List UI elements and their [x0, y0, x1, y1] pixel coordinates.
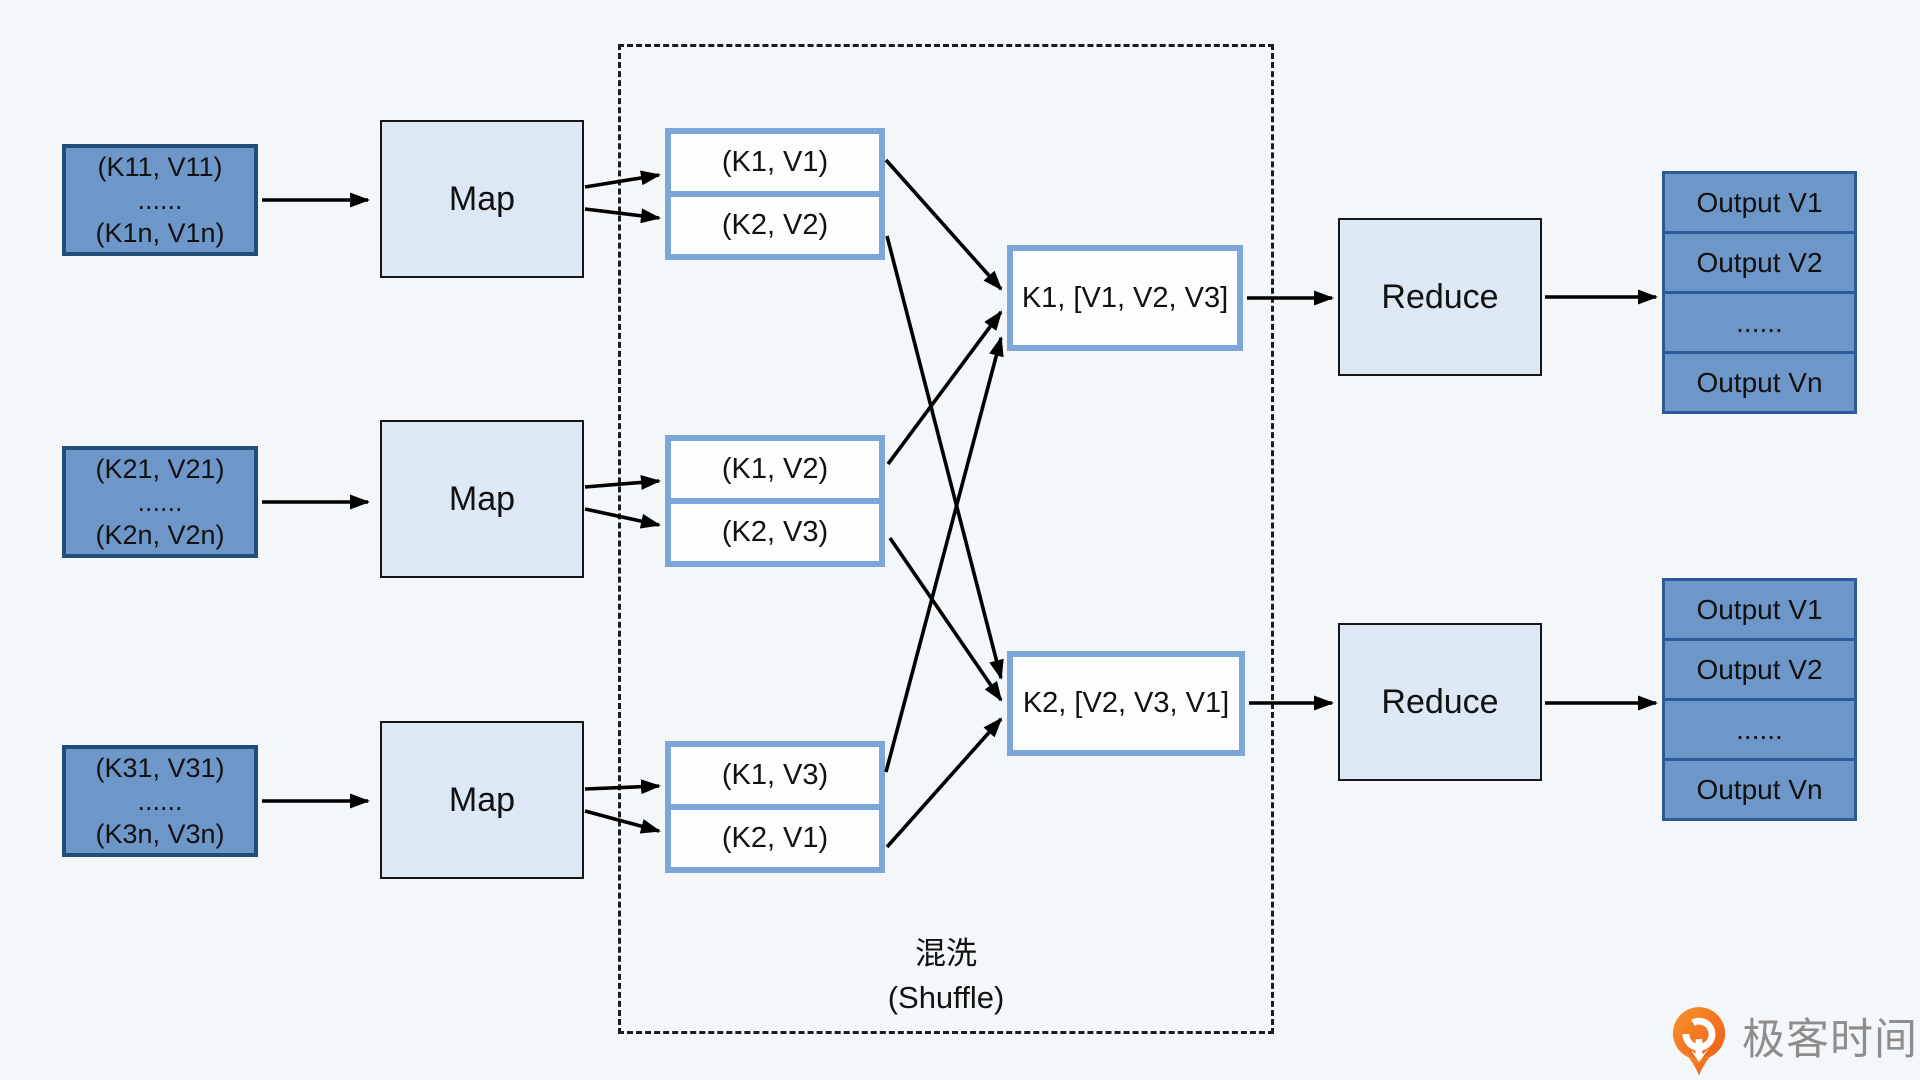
- map-box-3: Map: [380, 721, 584, 879]
- pair-cell: (K2, V2): [721, 209, 829, 241]
- pair-cell: (K2, V1): [721, 822, 829, 854]
- shuffle-label: 混洗 (Shuffle): [770, 930, 1122, 1022]
- map-label: Map: [448, 780, 516, 819]
- shuffle-pair-box-2: (K1, V2) (K2, V3): [665, 435, 885, 567]
- input-line: ......: [137, 184, 183, 215]
- output-cell: Output Vn: [1662, 351, 1857, 414]
- shuffle-region-border: [618, 44, 1274, 1034]
- shuffle-label-cn: 混洗: [915, 936, 977, 971]
- reduce-box-1: Reduce: [1338, 218, 1542, 376]
- geektime-logo-text: 极客时间: [1742, 1016, 1918, 1064]
- merged-label: K2, [V2, V3, V1]: [1022, 687, 1230, 719]
- input-line: (K31, V31): [95, 752, 225, 783]
- output-cell: ......: [1662, 698, 1857, 761]
- pair-cell: (K1, V2): [721, 453, 829, 485]
- reduce-box-2: Reduce: [1338, 623, 1542, 781]
- input-line: (K21, V21): [95, 453, 225, 484]
- map-box-2: Map: [380, 420, 584, 578]
- map-box-1: Map: [380, 120, 584, 278]
- input-line: (K1n, V1n): [95, 217, 225, 248]
- input-box-2: (K21, V21) ...... (K2n, V2n): [62, 446, 258, 558]
- map-label: Map: [448, 479, 516, 518]
- output-cell: Output V1: [1662, 578, 1857, 641]
- geektime-pin-icon: [1672, 1007, 1726, 1076]
- geektime-logo-icon: [1670, 1004, 1728, 1078]
- reduce-label: Reduce: [1381, 682, 1499, 721]
- shuffle-pair-box-1: (K1, V1) (K2, V2): [665, 128, 885, 260]
- output-cell: Output V2: [1662, 231, 1857, 294]
- merged-box-k1: K1, [V1, V2, V3]: [1007, 245, 1243, 351]
- reduce-label: Reduce: [1381, 277, 1499, 316]
- pair-cell: (K2, V3): [721, 516, 829, 548]
- shuffle-label-en: (Shuffle): [887, 980, 1005, 1015]
- output-cell: Output V1: [1662, 171, 1857, 234]
- input-line: (K2n, V2n): [95, 519, 225, 550]
- input-line: ......: [137, 785, 183, 816]
- output-cell: ......: [1662, 291, 1857, 354]
- map-label: Map: [448, 179, 516, 218]
- merged-label: K1, [V1, V2, V3]: [1021, 281, 1229, 314]
- merged-box-k2: K2, [V2, V3, V1]: [1007, 651, 1245, 756]
- input-line: (K11, V11): [97, 151, 223, 182]
- output-stack-2: Output V1 Output V2 ...... Output Vn: [1662, 578, 1857, 821]
- shuffle-pair-box-3: (K1, V3) (K2, V1): [665, 741, 885, 873]
- output-stack-1: Output V1 Output V2 ...... Output Vn: [1662, 171, 1857, 414]
- pair-cell: (K1, V3): [721, 759, 829, 791]
- output-cell: Output V2: [1662, 638, 1857, 701]
- pair-cell: (K1, V1): [721, 146, 829, 178]
- input-box-3: (K31, V31) ...... (K3n, V3n): [62, 745, 258, 857]
- input-box-1: (K11, V11) ...... (K1n, V1n): [62, 144, 258, 256]
- pair-divider: [671, 191, 879, 197]
- output-cell: Output Vn: [1662, 758, 1857, 821]
- input-line: ......: [137, 486, 183, 517]
- pair-divider: [671, 804, 879, 810]
- input-line: (K3n, V3n): [95, 818, 225, 849]
- pair-divider: [671, 498, 879, 504]
